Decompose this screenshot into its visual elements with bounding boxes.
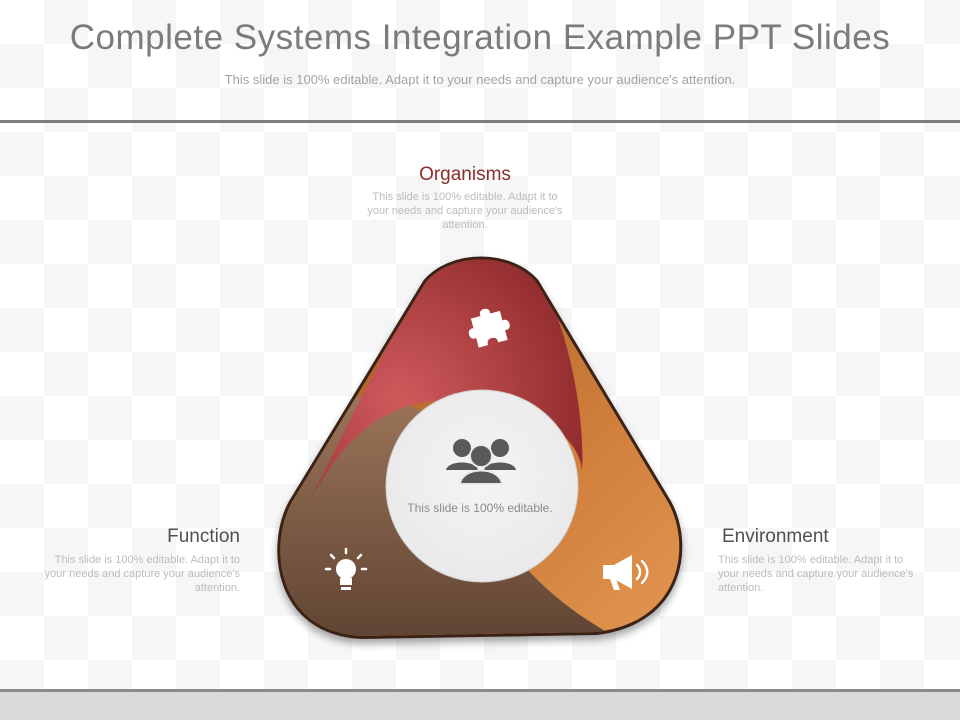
footer-band: [0, 692, 960, 720]
center-text: This slide is 100% editable.: [407, 501, 553, 515]
slide-title: Complete Systems Integration Example PPT…: [69, 18, 891, 57]
lightbulb-icon: [324, 547, 368, 590]
slide-subtitle: This slide is 100% editable. Adapt it to…: [224, 72, 736, 87]
organisms-description: This slide is 100% editable. Adapt it to…: [367, 191, 563, 231]
bottom-divider: [0, 689, 960, 692]
environment-description: This slide is 100% editable. Adapt it to…: [718, 554, 914, 594]
function-description: This slide is 100% editable. Adapt it to…: [44, 554, 240, 594]
function-label: Function: [167, 526, 240, 547]
center-circle: [385, 389, 579, 583]
organisms-label: Organisms: [419, 164, 511, 185]
environment-label: Environment: [722, 526, 829, 547]
top-divider: [0, 120, 960, 123]
people-group-icon: [446, 439, 516, 485]
megaphone-icon: [603, 555, 649, 590]
segment-organisms: [300, 259, 583, 520]
puzzle-piece-icon: [468, 308, 510, 348]
